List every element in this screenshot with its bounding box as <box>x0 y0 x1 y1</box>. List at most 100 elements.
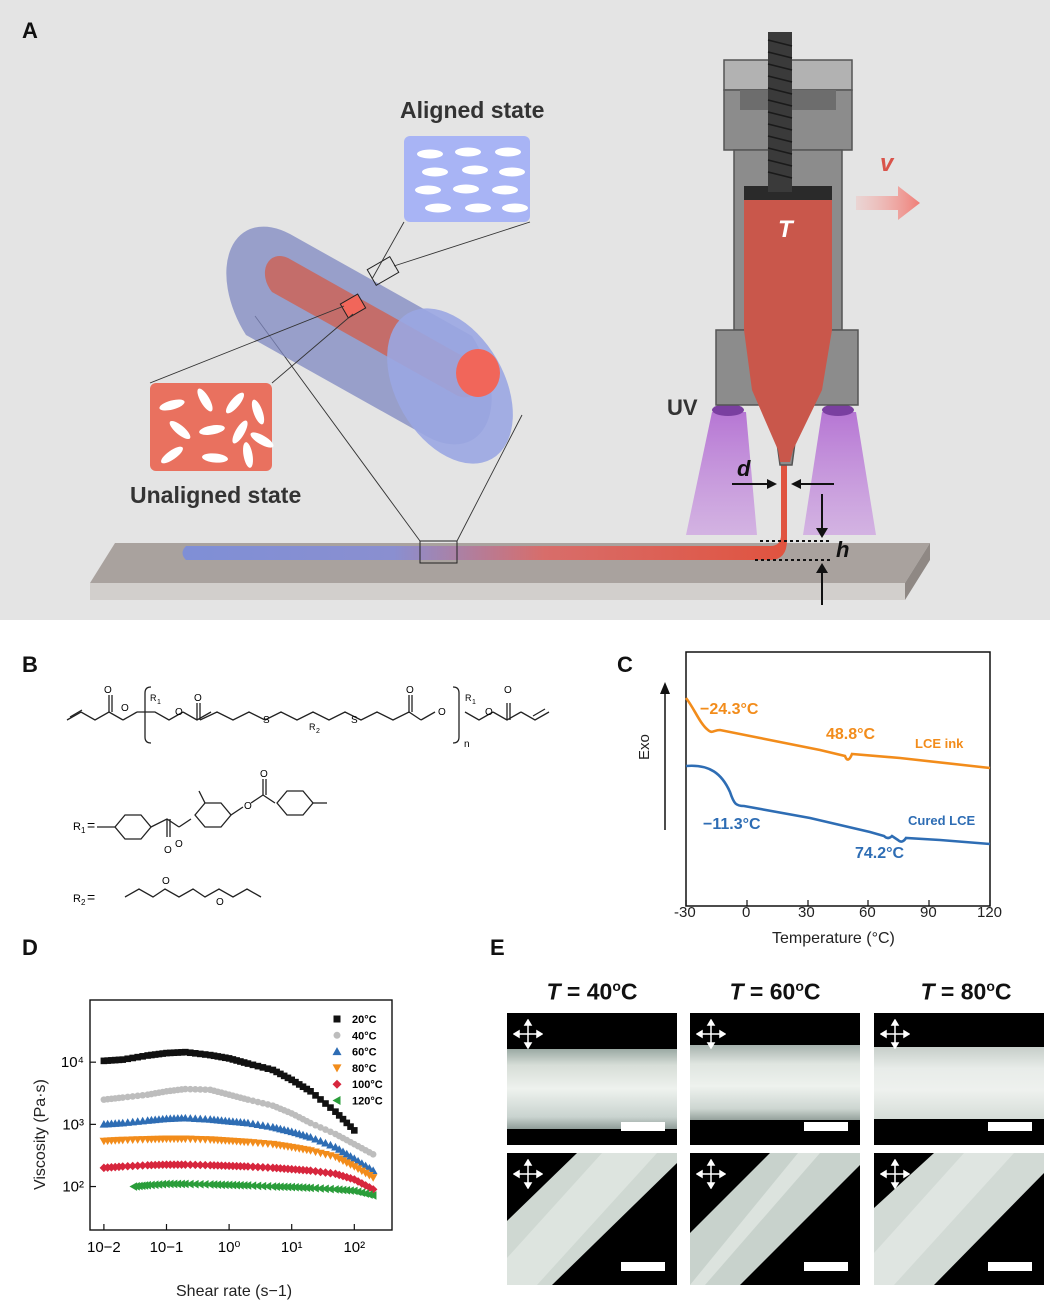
data-point-120°C <box>326 1184 334 1194</box>
data-point-120°C <box>311 1183 319 1193</box>
data-point-100°C <box>311 1167 320 1176</box>
scale-bar <box>988 1262 1032 1271</box>
x-tick-label: 10¹ <box>281 1239 303 1256</box>
x-tick-label: 10−1 <box>150 1239 184 1256</box>
data-point-100°C <box>331 1169 340 1179</box>
x-tick-label: 10−2 <box>87 1239 121 1256</box>
svg-text:O: O <box>194 693 202 704</box>
data-point-80°C <box>338 1157 348 1166</box>
data-point-20°C <box>151 1051 159 1058</box>
data-point-20°C <box>284 1074 292 1082</box>
printing-schematic <box>90 32 930 605</box>
cured-lce-peak-2: 74.2°C <box>855 845 905 862</box>
data-point-120°C <box>353 1187 362 1197</box>
micrograph-title-40-value: = 40 <box>560 978 613 1005</box>
substrate-front <box>90 583 905 600</box>
data-point-100°C <box>133 1161 142 1171</box>
data-point-120°C <box>209 1180 218 1189</box>
data-point-20°C <box>249 1061 257 1069</box>
micrograph-title-40-t: T <box>546 978 561 1005</box>
data-point-80°C <box>342 1159 352 1167</box>
dsc-plot-frame <box>685 651 991 907</box>
data-point-20°C <box>222 1054 229 1062</box>
print-head <box>715 32 859 466</box>
data-point-80°C <box>346 1161 355 1169</box>
panel-label-e: E <box>490 935 505 960</box>
data-point-100°C <box>181 1160 190 1169</box>
data-point-120°C <box>228 1180 237 1190</box>
svg-text:O: O <box>121 703 129 714</box>
data-point-20°C <box>288 1076 296 1084</box>
data-point-20°C <box>104 1057 111 1064</box>
svg-text:O: O <box>406 685 414 696</box>
data-point-40°C <box>244 1096 252 1103</box>
svg-text:1: 1 <box>157 699 161 706</box>
polarizer-cross-icon <box>696 1019 726 1049</box>
svg-text:n: n <box>464 739 470 750</box>
data-point-20°C <box>225 1055 233 1062</box>
data-point-20°C <box>206 1051 214 1059</box>
data-point-40°C <box>201 1086 209 1093</box>
dsc-xtick-4: 90 <box>920 904 937 921</box>
data-point-40°C <box>196 1086 204 1093</box>
micrograph-80-diagonal <box>874 1153 1044 1285</box>
data-point-60°C <box>321 1138 330 1147</box>
data-point-20°C <box>182 1048 189 1056</box>
data-point-20°C <box>343 1119 351 1127</box>
data-point-60°C <box>243 1118 253 1127</box>
micrograph-title-60-t: T <box>729 978 744 1005</box>
data-point-120°C <box>342 1186 351 1195</box>
micrograph-title-60: T = 60oC <box>675 978 875 1006</box>
legend-marker <box>333 1031 341 1039</box>
polarizer-cross-icon <box>513 1159 543 1189</box>
viscosity-x-label: Shear rate (s−1) <box>176 1283 293 1300</box>
x-tick-label: 10⁰ <box>218 1239 241 1256</box>
svg-text:R: R <box>465 693 472 703</box>
data-point-120°C <box>268 1182 277 1191</box>
data-point-120°C <box>253 1181 262 1191</box>
legend-label: 120°C <box>352 1096 383 1108</box>
viscosity-plot-frame <box>89 999 393 1231</box>
data-point-20°C <box>229 1056 237 1063</box>
data-point-20°C <box>214 1053 222 1060</box>
polarizer-cross-icon <box>513 1019 543 1049</box>
data-point-120°C <box>368 1191 377 1200</box>
data-point-20°C <box>159 1050 167 1057</box>
data-point-120°C <box>239 1181 248 1190</box>
data-point-20°C <box>155 1050 163 1058</box>
data-point-40°C <box>307 1119 314 1127</box>
data-point-20°C <box>178 1049 185 1056</box>
dsc-x-label: Temperature (°C) <box>772 930 895 947</box>
data-point-20°C <box>210 1052 218 1060</box>
data-point-120°C <box>200 1180 209 1189</box>
data-point-20°C <box>170 1049 178 1057</box>
data-point-20°C <box>192 1050 199 1057</box>
legend-label: 100°C <box>352 1079 383 1091</box>
data-point-20°C <box>332 1108 339 1115</box>
svg-text:R: R <box>73 821 81 833</box>
svg-text:O: O <box>438 707 446 718</box>
data-point-120°C <box>232 1180 240 1190</box>
data-point-120°C <box>361 1189 369 1198</box>
data-point-120°C <box>283 1182 292 1192</box>
data-point-100°C <box>248 1162 258 1172</box>
svg-text:1: 1 <box>472 699 476 706</box>
data-point-20°C <box>111 1056 119 1064</box>
data-point-20°C <box>218 1053 225 1061</box>
data-point-120°C <box>321 1184 329 1194</box>
diameter-label: d <box>737 456 751 481</box>
svg-text:2: 2 <box>316 728 320 735</box>
polarizer-cross-icon <box>880 1019 910 1049</box>
data-point-20°C <box>100 1057 108 1065</box>
data-point-120°C <box>279 1182 288 1192</box>
substrate-side <box>905 543 930 600</box>
data-point-20°C <box>115 1056 123 1064</box>
data-point-120°C <box>350 1186 358 1196</box>
legend-label: 40°C <box>352 1030 377 1042</box>
svg-text:2: 2 <box>81 898 86 907</box>
data-point-40°C <box>249 1097 257 1105</box>
data-point-20°C <box>292 1078 299 1086</box>
data-point-120°C <box>316 1184 324 1193</box>
